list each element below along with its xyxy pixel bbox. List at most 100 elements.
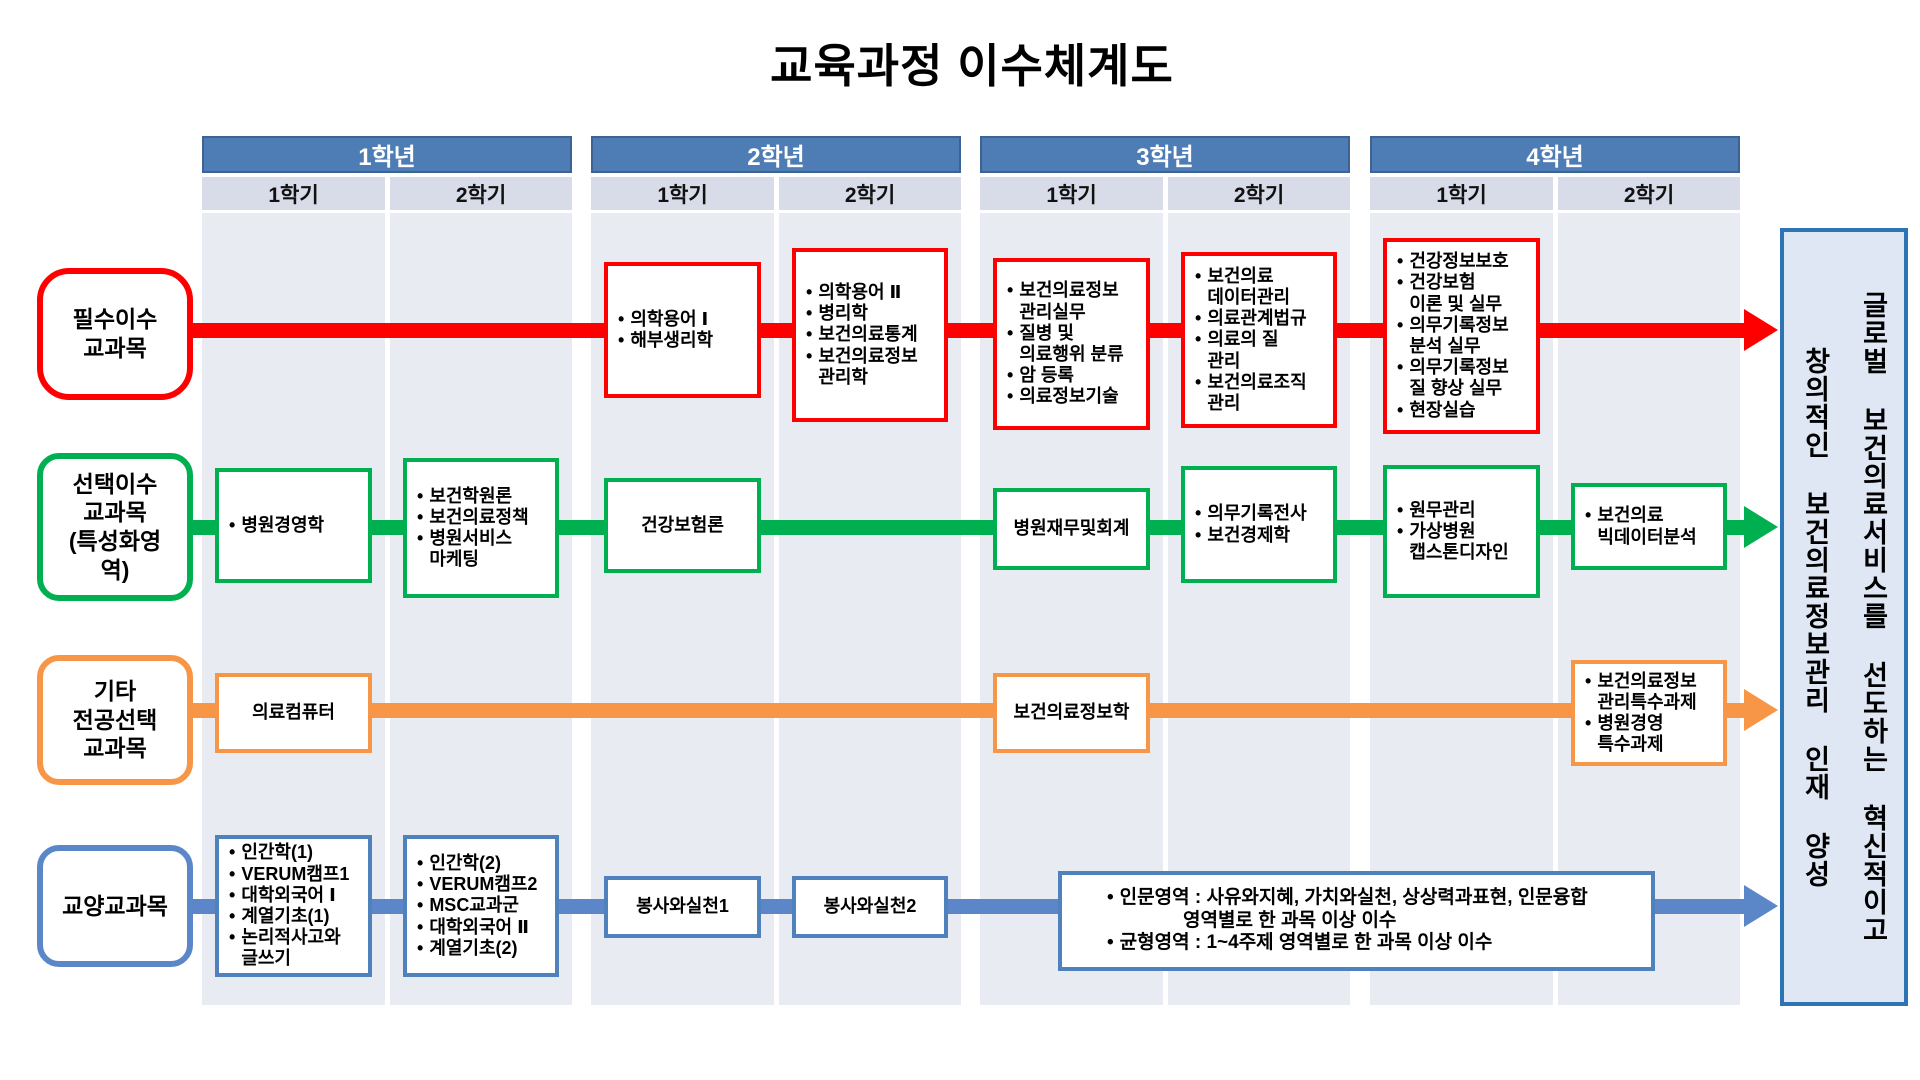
- flow-line-elective: [190, 520, 1744, 535]
- flow-arrow-elective: [1744, 506, 1778, 548]
- bullet-icon: •: [417, 874, 424, 895]
- page-title: 교육과정 이수체계도: [770, 40, 1174, 92]
- course-item: •보건의료정보 관리학: [806, 345, 918, 387]
- course-item: •해부생리학: [618, 330, 714, 350]
- bullet-icon: •: [417, 506, 424, 527]
- course-item: •병원서비스 마케팅: [417, 528, 513, 570]
- course-item: •의무기록전사: [1195, 503, 1307, 524]
- bullet-icon: •: [229, 927, 236, 948]
- course-item: •인간학(1): [229, 842, 313, 863]
- bullet-icon: •: [417, 485, 424, 506]
- bullet-icon: •: [1195, 503, 1202, 524]
- course-item: •보건의료통계: [806, 324, 918, 345]
- course-item: 보건의료정보학: [1013, 702, 1130, 723]
- course-item: •병원경영학: [229, 514, 325, 535]
- flow-arrow-liberal: [1744, 885, 1778, 927]
- course-box: •원무관리•가상병원 캡스톤디자인: [1383, 465, 1540, 598]
- course-item: •논리적사고와 글쓰기: [229, 927, 341, 969]
- semester-header: 2학기: [1558, 177, 1740, 210]
- course-item: •건강정보보호: [1397, 251, 1509, 272]
- semester-header: 2학기: [1168, 177, 1350, 210]
- course-box: •인문영역 : 사유와지혜, 가치와실천, 상상력과표현, 인문융합 영역별로 …: [1058, 871, 1655, 971]
- course-item: •대학외국어 Ⅱ: [417, 916, 529, 937]
- vision-banner: 글로벌 보건의료서비스를 선도하는 혁신적이고 창의적인 보건의료정보관리 인재…: [1780, 228, 1908, 1006]
- bullet-icon: •: [1195, 308, 1202, 329]
- course-item: •병리학: [806, 303, 868, 324]
- course-item: •의료의 질 관리: [1195, 329, 1279, 371]
- course-item: •현장실습: [1397, 399, 1476, 420]
- course-item: •병원경영 특수과제: [1585, 713, 1664, 755]
- course-item: •보건의료정책: [417, 506, 529, 527]
- course-box: 건강보험론: [604, 478, 761, 573]
- bullet-icon: •: [229, 906, 236, 926]
- row-label-liberal: 교양교과목: [37, 845, 193, 967]
- semester-header: 1학기: [202, 177, 385, 210]
- bullet-icon: •: [1107, 932, 1114, 954]
- course-item: •의학용어 Ⅰ: [618, 308, 709, 329]
- course-item: •의학용어 Ⅱ: [806, 281, 902, 302]
- course-item: •인문영역 : 사유와지혜, 가치와실천, 상상력과표현, 인문융합 영역별로 …: [1107, 887, 1588, 931]
- semester-header: 2학기: [390, 177, 572, 210]
- row-label-other: 기타 전공선택 교과목: [37, 655, 193, 785]
- bullet-icon: •: [229, 884, 236, 905]
- bullet-icon: •: [1007, 322, 1014, 343]
- bullet-icon: •: [1195, 524, 1202, 545]
- bullet-icon: •: [1585, 505, 1592, 526]
- course-item: •가상병원 캡스톤디자인: [1397, 520, 1509, 563]
- course-box: •보건의료정보 관리특수과제•병원경영 특수과제: [1571, 660, 1727, 766]
- course-box: •의학용어 Ⅱ•병리학•보건의료통계•보건의료정보 관리학: [792, 248, 948, 422]
- course-box: •보건의료 데이터관리•의료관계법규•의료의 질 관리•보건의료조직 관리: [1181, 252, 1337, 428]
- semester-header: 2학기: [779, 177, 961, 210]
- bullet-icon: •: [1007, 365, 1014, 386]
- bullet-icon: •: [1195, 371, 1202, 392]
- bullet-icon: •: [417, 895, 424, 916]
- course-item: •MSC교과군: [417, 895, 519, 916]
- bullet-icon: •: [806, 345, 813, 366]
- year-header: 3학년: [980, 136, 1350, 173]
- bullet-icon: •: [1195, 329, 1202, 350]
- course-item: 건강보험론: [641, 514, 724, 535]
- course-box: •의학용어 Ⅰ•해부생리학: [604, 262, 761, 398]
- course-item: •대학외국어 Ⅰ: [229, 884, 336, 905]
- course-item: 병원재무및회계: [1013, 518, 1130, 539]
- course-item: 봉사와실천1: [636, 896, 729, 917]
- course-item: •의무기록정보 분석 실무: [1397, 314, 1509, 356]
- course-item: •VERUM캠프2: [417, 874, 538, 895]
- vision-text: 글로벌 보건의료서비스를 선도하는 혁신적이고 창의적인 보건의료정보관리 인재…: [1800, 290, 1888, 944]
- bullet-icon: •: [1397, 357, 1404, 378]
- course-box: •인간학(1)•VERUM캠프1•대학외국어 Ⅰ•계열기초(1)•논리적사고와 …: [215, 835, 372, 977]
- course-item: •암 등록: [1007, 365, 1074, 386]
- course-item: 봉사와실천2: [823, 896, 917, 917]
- bullet-icon: •: [1397, 520, 1404, 541]
- course-box: 의료컴퓨터: [215, 673, 372, 753]
- bullet-icon: •: [417, 528, 424, 548]
- course-item: •VERUM캠프1: [229, 863, 350, 884]
- course-item: •보건학원론: [417, 485, 513, 506]
- bullet-icon: •: [417, 916, 424, 937]
- year-header: 4학년: [1370, 136, 1740, 173]
- bullet-icon: •: [229, 863, 236, 884]
- course-box: •병원경영학: [215, 468, 372, 583]
- bullet-icon: •: [229, 842, 236, 863]
- course-box: •보건의료 빅데이터분석: [1571, 483, 1727, 570]
- bullet-icon: •: [1397, 251, 1404, 272]
- course-box: •보건학원론•보건의료정책•병원서비스 마케팅: [403, 458, 559, 598]
- semester-header: 1학기: [591, 177, 774, 210]
- flow-line-required: [190, 323, 1744, 338]
- course-item: •균형영역 : 1~4주제 영역별로 한 과목 이상 이수: [1107, 932, 1493, 954]
- course-item: •보건경제학: [1195, 524, 1291, 545]
- course-item: •인간학(2): [417, 852, 501, 873]
- bullet-icon: •: [1585, 670, 1592, 691]
- flow-arrow-required: [1744, 309, 1778, 351]
- bullet-icon: •: [618, 330, 625, 350]
- course-item: •의료정보기술: [1007, 386, 1119, 407]
- course-item: •질병 및 의료행위 분류: [1007, 322, 1124, 364]
- bullet-icon: •: [618, 308, 625, 329]
- bullet-icon: •: [806, 324, 813, 345]
- course-item: •보건의료조직 관리: [1195, 371, 1307, 414]
- course-box: 봉사와실천2: [792, 876, 948, 938]
- course-item: •보건의료정보 관리실무: [1007, 280, 1119, 322]
- course-item: •건강보험 이론 및 실무: [1397, 272, 1503, 314]
- course-item: •의료관계법규: [1195, 308, 1307, 329]
